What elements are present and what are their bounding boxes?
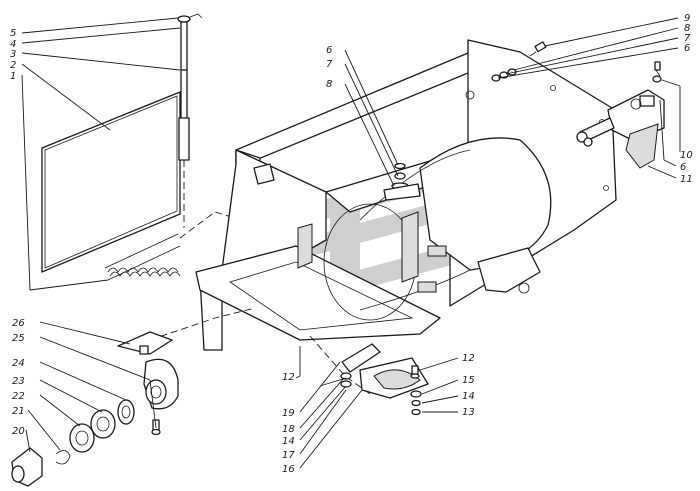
filter-panel (41, 91, 181, 273)
bolt-stack-center (383, 162, 421, 201)
flap-link (319, 343, 429, 399)
label-14-lower-right: 14 (462, 391, 475, 402)
rod-assembly (177, 13, 203, 228)
label-20: 20 (12, 426, 25, 437)
label-15: 15 (462, 375, 475, 386)
label-8-top-right: 8 (684, 23, 690, 34)
bearing-stack (11, 399, 135, 487)
label-9-top-right: 9 (684, 13, 690, 24)
label-26: 26 (12, 318, 25, 329)
label-2-top-left: 2 (10, 60, 16, 71)
label-17: 17 (282, 450, 295, 461)
label-25: 25 (12, 333, 25, 344)
label-19: 19 (282, 408, 295, 419)
label-7-center: 7 (326, 59, 333, 70)
label-4-top-left: 4 (10, 39, 16, 50)
label-23: 23 (12, 376, 25, 387)
leader-lines (21, 17, 681, 469)
label-8-center: 8 (326, 79, 332, 90)
label-24: 24 (12, 358, 25, 369)
label-13: 13 (462, 407, 475, 418)
actuator (576, 61, 665, 169)
label-21: 21 (12, 406, 25, 417)
label-6-top-right: 6 (684, 43, 690, 54)
spring-dashed-link (179, 211, 236, 239)
label-5-top-left: 5 (10, 28, 16, 39)
part-number-labels: 5 4 3 2 1 6 7 8 9 8 7 6 10 6 11 26 25 24… (10, 13, 693, 475)
bolt-stack-lower-right (410, 365, 422, 416)
label-3-top-left: 3 (10, 49, 16, 60)
label-11: 11 (680, 174, 693, 185)
label-7-top-right: 7 (684, 33, 691, 44)
label-22: 22 (12, 391, 25, 402)
label-6-right: 6 (680, 162, 686, 173)
bearing-dashed-link (309, 335, 371, 395)
main-housing (195, 39, 617, 351)
spring (104, 233, 181, 281)
label-12-lower-left: 12 (282, 372, 295, 383)
label-6-center: 6 (326, 45, 332, 56)
label-10: 10 (680, 150, 693, 161)
label-16: 16 (282, 464, 295, 475)
label-14-lower-left: 14 (282, 436, 295, 447)
bracket-dashed-link (149, 307, 256, 341)
label-1-top-left: 1 (10, 71, 16, 82)
label-18: 18 (282, 424, 295, 435)
label-12-lower-right: 12 (462, 353, 475, 364)
